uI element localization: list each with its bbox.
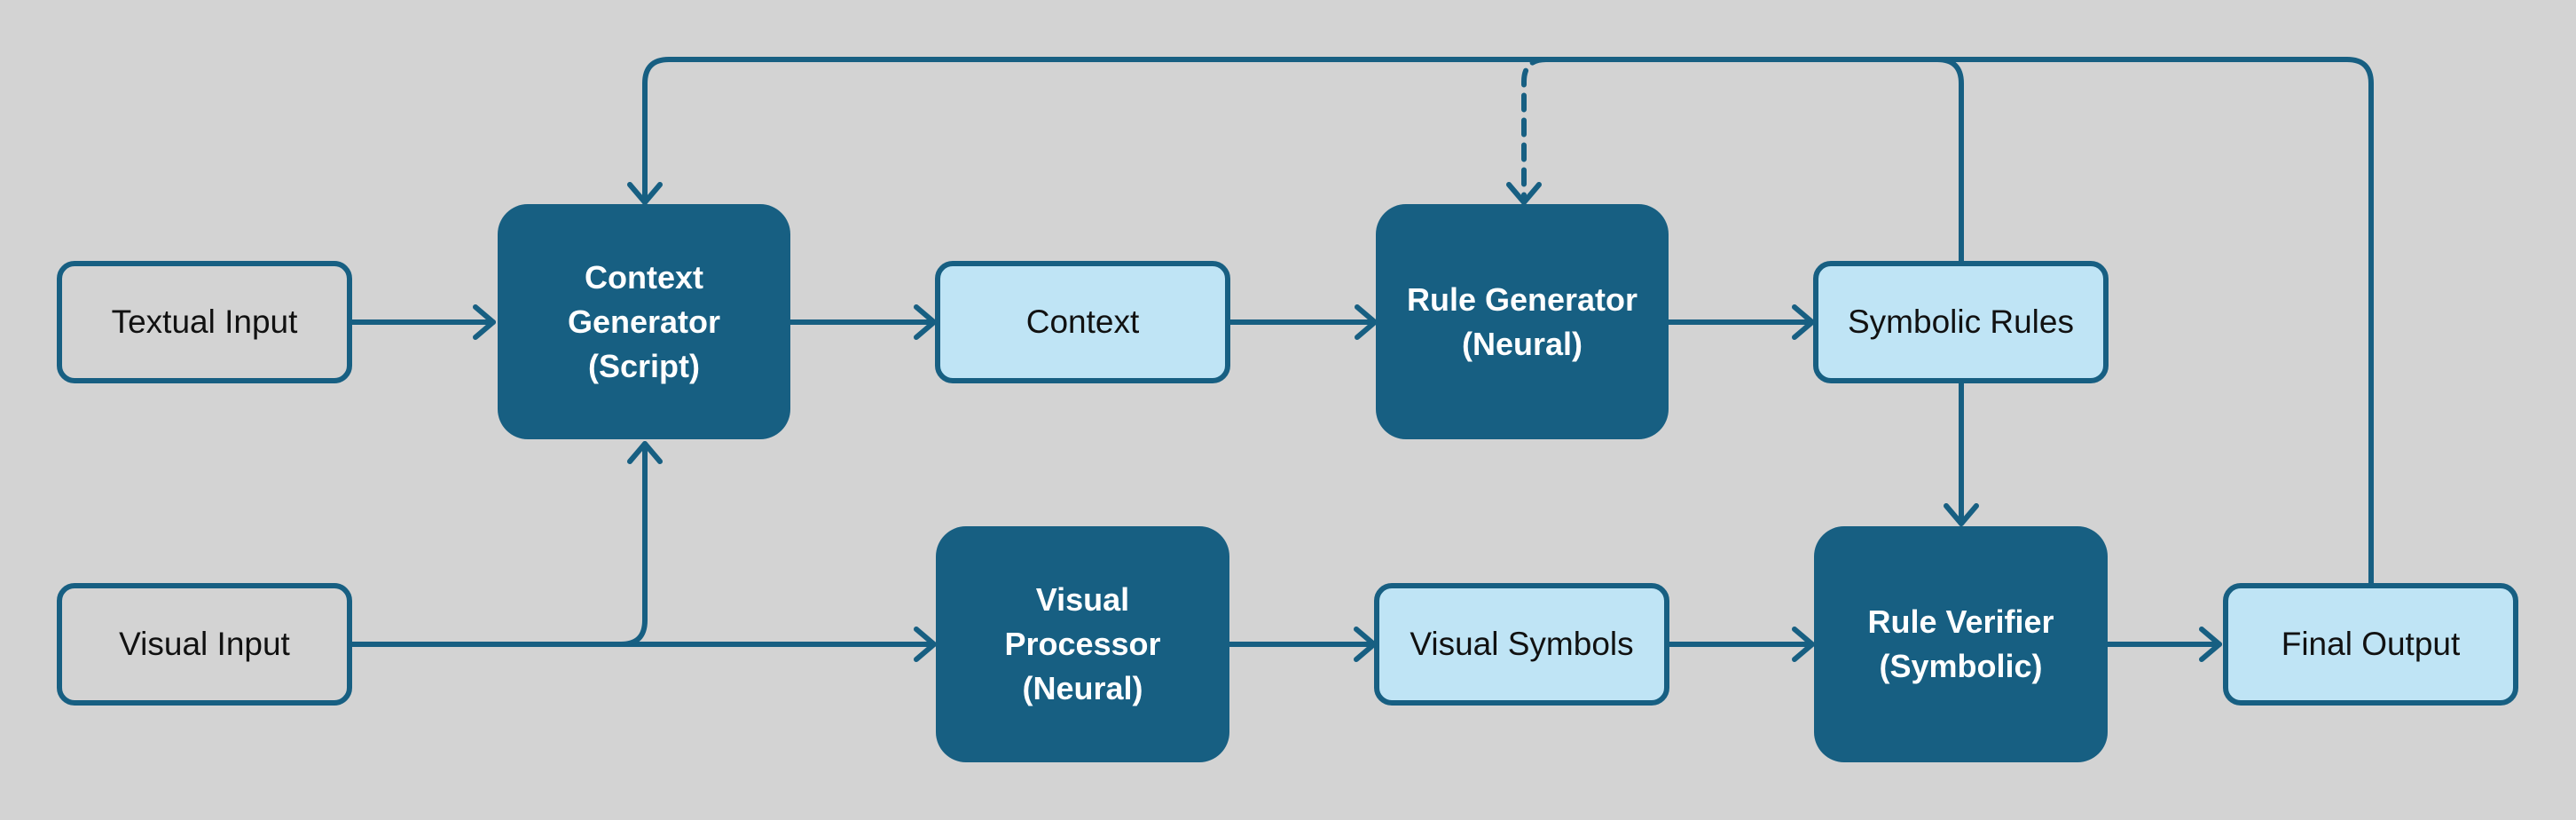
node-label: Context bbox=[1025, 304, 1140, 340]
node-context: Context bbox=[935, 261, 1230, 383]
arrowhead bbox=[1944, 503, 1979, 526]
arrowhead bbox=[627, 441, 663, 464]
arrowhead bbox=[2199, 627, 2222, 662]
node-label: Final Output bbox=[2281, 626, 2461, 662]
arrowhead bbox=[1355, 304, 1378, 340]
node-symbolic-rules: Symbolic Rules bbox=[1813, 261, 2109, 383]
node-label: Context Generator (Script) bbox=[567, 258, 721, 384]
node-visual-processor: Visual Processor (Neural) bbox=[936, 526, 1229, 762]
node-context-generator: Context Generator (Script) bbox=[498, 204, 790, 439]
edge-feedback-to-rule-generator-dashed bbox=[1521, 57, 1549, 205]
arrowhead bbox=[627, 182, 663, 205]
node-label: Visual Processor (Neural) bbox=[1004, 581, 1161, 706]
arrowhead bbox=[914, 304, 937, 340]
arrowhead bbox=[473, 304, 496, 340]
node-label: Rule Verifier (Symbolic) bbox=[1867, 603, 2054, 684]
node-textual-input: Textual Input bbox=[57, 261, 352, 383]
edge-final-output-to-context-generator bbox=[642, 57, 2374, 586]
edge-visual-input-to-context-generator bbox=[618, 441, 648, 647]
node-label: Visual Input bbox=[119, 626, 290, 662]
node-visual-symbols: Visual Symbols bbox=[1374, 583, 1669, 706]
arrowhead bbox=[1792, 627, 1815, 662]
node-rule-verifier: Rule Verifier (Symbolic) bbox=[1814, 526, 2108, 762]
node-rule-generator: Rule Generator (Neural) bbox=[1376, 204, 1669, 439]
arrowhead bbox=[914, 627, 937, 662]
node-final-output: Final Output bbox=[2223, 583, 2518, 706]
node-label: Symbolic Rules bbox=[1848, 304, 2074, 340]
node-visual-input: Visual Input bbox=[57, 583, 352, 706]
node-label: Visual Symbols bbox=[1410, 626, 1634, 662]
arrowhead bbox=[1506, 182, 1542, 205]
node-label: Textual Input bbox=[111, 304, 298, 340]
node-label: Rule Generator (Neural) bbox=[1406, 280, 1638, 362]
arrowhead bbox=[1792, 304, 1815, 340]
edge-symbolic-rules-to-feedback-loop bbox=[1935, 57, 1964, 264]
